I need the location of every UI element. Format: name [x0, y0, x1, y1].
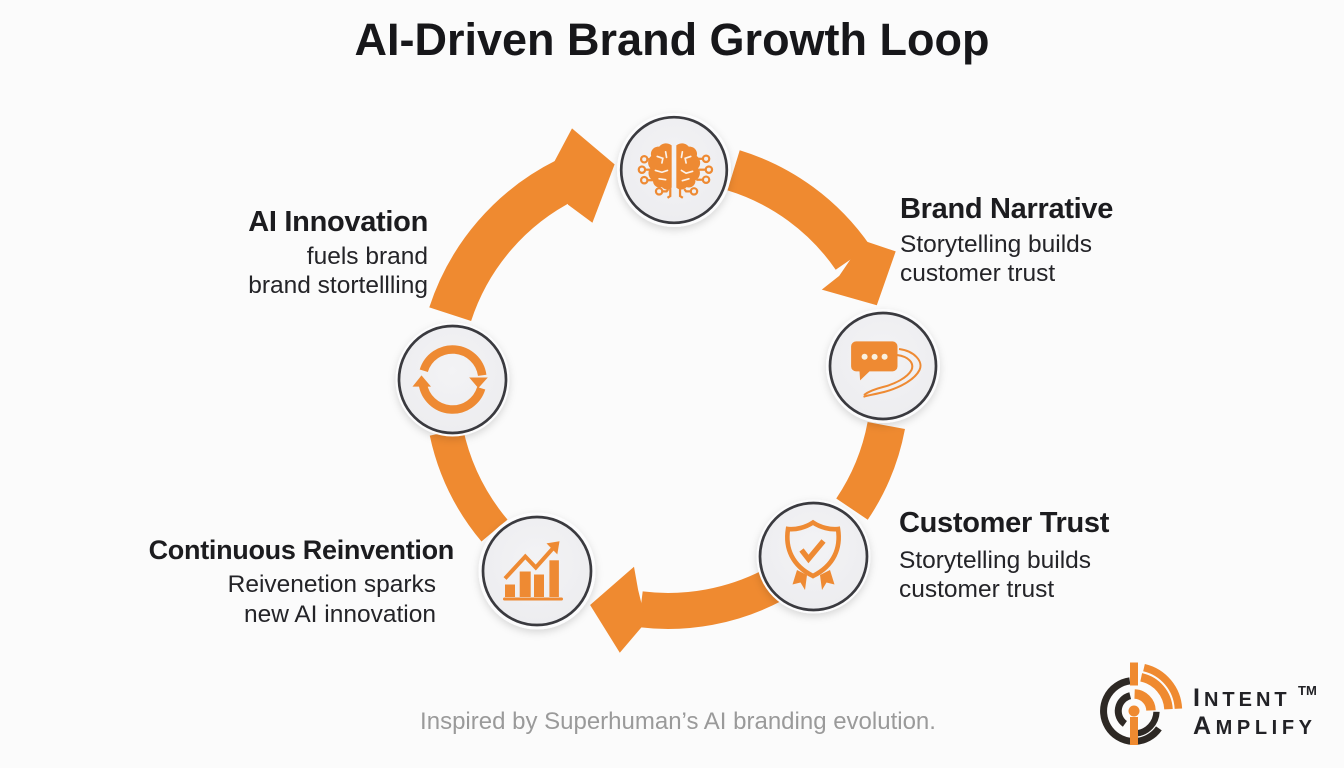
svg-text:INTENT: INTENT — [1193, 684, 1291, 712]
svg-text:TM: TM — [1298, 683, 1317, 698]
svg-text:AMPLIFY: AMPLIFY — [1193, 712, 1317, 740]
